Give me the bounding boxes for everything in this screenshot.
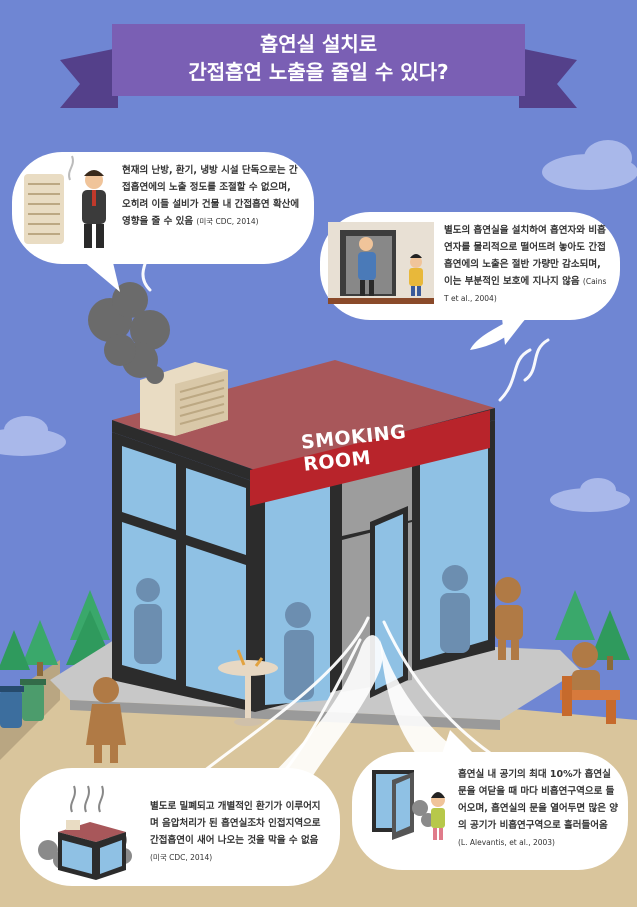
building-smoke-icon — [38, 785, 132, 880]
bubble-citation: (Cains T et al., 2004) — [444, 277, 607, 303]
bubble-text-4: 흡연실 내 공기의 최대 10%가 흡연실 문을 여닫을 때 마다 비흡연구역으… — [458, 766, 618, 851]
building-walls — [112, 420, 495, 712]
title-banner — [60, 24, 577, 108]
bubble-text-2: 별도의 흡연실을 설치하여 흡연자와 비흡연자를 물리적으로 떨어뜨려 놓아도 … — [444, 222, 610, 307]
bubble-body: 현재의 난방, 환기, 냉방 시설 단독으로는 간접흡연에의 노출 정도를 조절… — [122, 165, 300, 227]
smoking-room-sign-bg — [250, 410, 490, 506]
bubble-citation: (L. Alevantis, et al., 2003) — [458, 838, 555, 847]
bubble-text-1: 현재의 난방, 환기, 냉방 시설 단독으로는 간접흡연에의 노출 정도를 조절… — [122, 162, 302, 230]
speech-bubble-4 — [352, 730, 628, 870]
smoker-man-icon — [68, 155, 106, 248]
bubble-body: 흡연실 내 공기의 최대 10%가 흡연실 문을 여닫을 때 마다 비흡연구역으… — [458, 769, 618, 831]
trash-bin-icon — [0, 679, 46, 728]
air-conditioner-icon — [24, 174, 64, 244]
smoke-cloud — [88, 282, 170, 384]
title-line-1: 흡연실 설치로 — [259, 32, 378, 56]
page-title: 흡연실 설치로 간접흡연 노출을 줄일 수 있다? — [110, 30, 527, 86]
non-smoker-figure — [86, 577, 600, 763]
smoking-room-door-icon — [328, 222, 434, 304]
bubble-body: 별도의 흡연실을 설치하여 흡연자와 비흡연자를 물리적으로 떨어뜨려 놓아도 … — [444, 225, 606, 287]
title-line-2: 간접흡연 노출을 줄일 수 있다? — [188, 60, 449, 84]
bench-icon — [560, 676, 620, 724]
cloud-icon — [0, 140, 637, 512]
tree-icon — [0, 590, 630, 678]
bubble-citation: (미국 CDC, 2014) — [196, 217, 259, 226]
open-door-icon — [372, 770, 445, 840]
smoker-silhouette — [134, 565, 470, 700]
bubble-citation: (미국 CDC, 2014) — [150, 853, 213, 862]
bubble-body: 별도로 밀폐되고 개별적인 환기가 이루어지며 음압처리가 된 흡연실조차 인접… — [150, 801, 321, 846]
ashtray-icon — [218, 649, 278, 726]
bubble-text-3: 별도로 밀폐되고 개별적인 환기가 이루어지며 음압처리가 된 흡연실조차 인접… — [150, 798, 328, 866]
